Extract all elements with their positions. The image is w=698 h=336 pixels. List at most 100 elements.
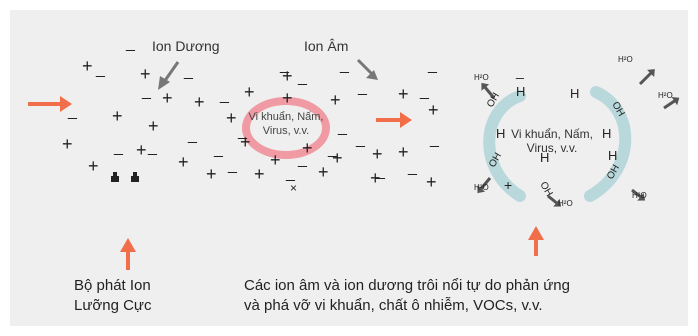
negative-ion-label: Ion Âm <box>304 38 349 54</box>
negative-ion-sign: _ <box>183 63 194 80</box>
positive-ion-sign: + <box>398 84 409 104</box>
positive-ion-sign: + <box>398 142 409 162</box>
entry-arrow-icon <box>28 96 72 112</box>
positive-ion-sign: + <box>370 168 381 188</box>
reaction-caption: Các ion âm và ion dương trôi nổi tự do p… <box>244 276 570 316</box>
molecule-arrow-icon <box>638 70 654 86</box>
negative-ion-sign: _ <box>297 69 308 86</box>
positive-ion-sign: + <box>162 88 173 108</box>
molecule-arrow-head-icon <box>647 69 655 77</box>
negative-ion-sign: _ <box>357 79 368 96</box>
molecule-arrow-icon <box>478 177 492 191</box>
reaction-arrow-icon <box>528 226 544 256</box>
positive-ion-sign: + <box>194 92 205 112</box>
hydrogen-atom-label: H <box>516 84 525 99</box>
positive-ion-sign: + <box>318 162 329 182</box>
negative-ion-sign: _ <box>125 35 136 52</box>
negative-ion-sign: _ <box>339 57 350 74</box>
negative-ion-sign: _ <box>113 139 124 156</box>
molecule-arrow-icon <box>663 98 677 110</box>
hydrogen-atom-label: H <box>570 86 579 101</box>
positive-ion-sign: + <box>428 100 439 120</box>
positive-ion-sign: + <box>270 150 281 170</box>
negative-ion-sign: _ <box>337 119 348 136</box>
positive-ion-sign: + <box>112 106 123 126</box>
positive-ion-sign: + <box>240 132 251 152</box>
water-molecule-label: H²O <box>618 55 633 64</box>
pathogen-right-line-2: Virus, v.v. <box>527 141 578 155</box>
negative-ion-sign: _ <box>279 57 290 74</box>
negative-ion-sign: _ <box>355 131 366 148</box>
water-molecule-label: H²O <box>474 183 489 192</box>
negative-ion-sign: _ <box>219 87 230 104</box>
positive-ion-sign: + <box>148 116 159 136</box>
water-molecule-label: H²O <box>558 199 573 208</box>
positive-ion-sign: + <box>302 138 313 158</box>
molecule-arrow-head-icon <box>671 96 680 106</box>
negative-ion-sign: _ <box>419 83 430 100</box>
hydrogen-atom-label: H <box>608 148 617 163</box>
negative-ion-sign: _ <box>227 157 238 174</box>
positive-ion-sign: + <box>282 66 293 86</box>
ion-field: ++++++++++++++++++++++++++++____________… <box>62 35 440 195</box>
water-molecule-label: H²O <box>658 91 673 100</box>
positive-ion-pointer-icon <box>158 61 180 90</box>
molecule-arrow-head-icon <box>481 82 490 91</box>
negative-ion-sign: _ <box>407 159 418 176</box>
reaction-caption-line-1: Các ion âm và ion dương trôi nổi tự do p… <box>244 277 570 294</box>
diagram-panel <box>10 10 688 326</box>
negative-ion-sign: _ <box>213 141 224 158</box>
positive-ion-sign: + <box>88 156 99 176</box>
positive-ion-sign: + <box>254 164 265 184</box>
negative-ion-sign: _ <box>327 141 338 158</box>
molecule-labels: Vi khuẩn, Nấm,Virus, v.v.Vi khuẩn, Nấm,V… <box>248 55 672 208</box>
hydrogen-atom-label: H <box>496 126 505 141</box>
generator-caption-line-2: Lưỡng Cực <box>74 297 152 314</box>
negative-ion-sign: _ <box>147 139 158 156</box>
negative-ion-pointer-icon <box>356 58 378 80</box>
positive-ion-sign: + <box>178 152 189 172</box>
negative-ion-sign: _ <box>285 165 296 182</box>
positive-ion-sign: + <box>504 177 512 193</box>
water-molecule-label: H²O <box>474 73 489 82</box>
negative-ion-sign: _ <box>187 127 198 144</box>
molecule-arrow-icon <box>631 188 643 200</box>
negative-ion-sign: _ <box>429 131 440 148</box>
teal-arc-right <box>584 86 632 202</box>
positive-ion-sign: + <box>136 140 147 160</box>
transition-arrow-icon <box>376 112 412 128</box>
generator-caption: Bộ phát Ion Lưỡng Cực <box>74 276 151 316</box>
molecule-arrow-head-icon <box>477 185 486 194</box>
negative-ion-sign: _ <box>141 83 152 100</box>
pathogen-right-line-1: Vi khuẩn, Nấm, <box>511 127 593 141</box>
hydrogen-atom-label: H <box>602 126 611 141</box>
negative-ion-sign: _ <box>297 151 308 168</box>
positive-ion-sign: + <box>206 164 217 184</box>
molecule-arrow-head-icon <box>637 192 646 201</box>
positive-ion-sign: + <box>82 56 93 76</box>
pathogen-label-line-2: Virus, v.v. <box>263 125 309 137</box>
generator-arrow-icon <box>120 238 136 270</box>
reaction-caption-line-2: và phá vỡ vi khuẩn, chất ô nhiễm, VOCs, … <box>244 297 543 314</box>
negative-ion-sign: _ <box>427 57 438 74</box>
generator-caption-line-1: Bộ phát Ion <box>74 277 151 294</box>
negative-ion-sign: _ <box>67 103 78 120</box>
negative-ion-sign: _ <box>95 61 106 78</box>
positive-ion-sign: + <box>332 148 343 168</box>
positive-ion-sign: + <box>282 88 293 108</box>
ion-generator-icon <box>111 172 139 182</box>
positive-ion-sign: + <box>62 134 73 154</box>
teal-arc-left <box>483 90 526 202</box>
positive-ion-sign: + <box>226 108 237 128</box>
positive-ion-label: Ion Dương <box>152 38 220 54</box>
hydroxyl-label: OH <box>537 180 554 198</box>
positive-ion-sign: + <box>140 64 151 84</box>
pathogen-label-line-1: Vi khuẩn, Nấm, <box>248 111 323 123</box>
pathogen-ring <box>242 97 330 159</box>
water-molecule-label: H²O <box>632 191 647 200</box>
molecule-arrows <box>477 69 680 207</box>
negative-ion-sign: _ <box>237 123 248 140</box>
negative-ion-sign: _ <box>515 63 524 79</box>
